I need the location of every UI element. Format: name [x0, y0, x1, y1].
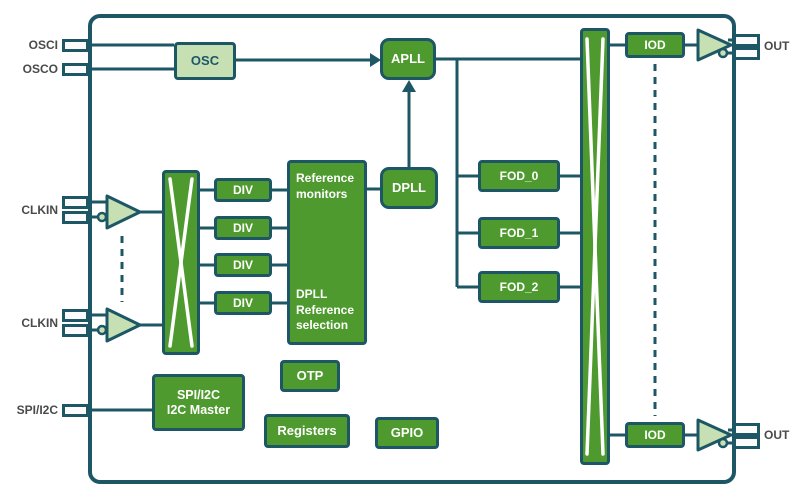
- pin-out-bottom-n: [733, 436, 760, 449]
- input-buffer-icon-top: [105, 194, 142, 230]
- pin-spi-i2c: [62, 404, 89, 417]
- output-buffer-icon-bottom: [696, 418, 733, 452]
- inverting-bubble-output-bottom: [717, 437, 729, 449]
- arrowhead-osc-to-apll: [370, 53, 381, 67]
- output-buffer-icon-top: [696, 28, 733, 62]
- pin-label-out-bottom: OUT: [764, 428, 790, 442]
- input-mux-crossbar: [162, 170, 200, 355]
- crossbar-x-icon: [168, 177, 194, 348]
- pin-out-top-p: [733, 34, 760, 47]
- pin-label-clkin-bottom: CLKIN: [21, 316, 58, 330]
- apll-block: APLL: [380, 38, 436, 80]
- dpll-reference-selection-label: DPLL Reference selection: [296, 287, 355, 333]
- pin-label-out-top: OUT: [764, 39, 790, 53]
- fod2-block: FOD_2: [478, 271, 560, 303]
- pin-clkin1-n: [62, 211, 89, 224]
- fod0-block: FOD_0: [478, 160, 560, 192]
- iod-top-block: IOD: [625, 32, 685, 58]
- fod1-block: FOD_1: [478, 217, 560, 249]
- pin-osco: [62, 63, 89, 76]
- reference-monitors-label: Reference monitors: [296, 171, 355, 201]
- pin-label-spi-i2c: SPI/I2C: [16, 403, 58, 417]
- output-crossbar: [580, 28, 610, 465]
- osc-block: OSC: [174, 42, 236, 80]
- pin-osci: [62, 39, 89, 52]
- pin-out-bottom-p: [733, 423, 760, 436]
- pin-label-osco: OSCO: [22, 62, 58, 76]
- registers-block: Registers: [264, 414, 350, 448]
- arrowhead-dpll-to-apll: [402, 80, 416, 92]
- div-block-2: DIV: [214, 216, 272, 240]
- pin-out-top-n: [733, 47, 760, 60]
- iod-bottom-block: IOD: [625, 422, 685, 448]
- inverting-bubble-input-top: [96, 211, 108, 223]
- reference-block: Reference monitors DPLL Reference select…: [287, 160, 367, 345]
- otp-block: OTP: [280, 360, 340, 392]
- div-block-1: DIV: [214, 178, 272, 202]
- pin-clkin2-p: [62, 309, 89, 322]
- inverting-bubble-output-top: [717, 47, 729, 59]
- spi-i2c-master-block: SPI/I2C I2C Master: [152, 374, 245, 431]
- div-block-3: DIV: [214, 253, 272, 277]
- pin-clkin2-n: [62, 324, 89, 337]
- input-buffer-icon-bottom: [105, 307, 142, 343]
- pin-clkin1-p: [62, 196, 89, 209]
- dpll-block: DPLL: [380, 167, 438, 209]
- gpio-block: GPIO: [375, 417, 439, 449]
- pin-label-osci: OSCI: [28, 38, 58, 52]
- div-block-4: DIV: [214, 291, 272, 315]
- inverting-bubble-input-bottom: [96, 324, 108, 336]
- pin-label-clkin-top: CLKIN: [21, 203, 58, 217]
- crossbar-x-icon: [585, 37, 605, 456]
